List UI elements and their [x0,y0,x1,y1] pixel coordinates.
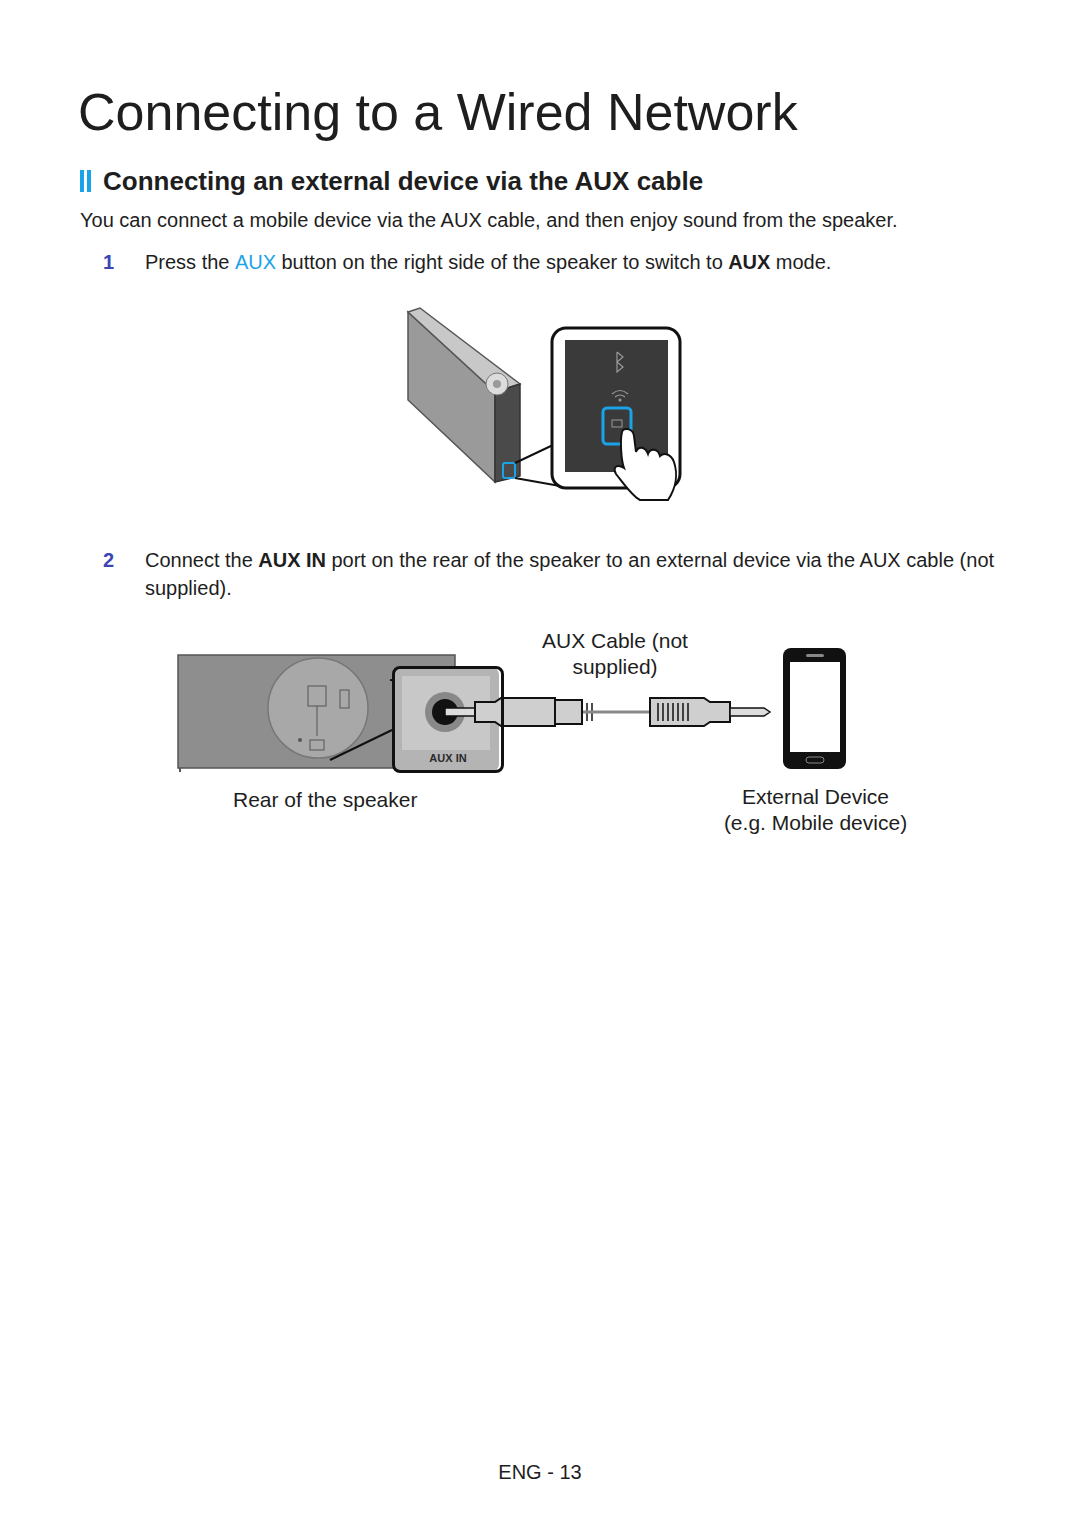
cable-label: AUX Cable (not supplied) [530,628,700,681]
step-text-part: Connect the [145,549,253,571]
intro-text: You can connect a mobile device via the … [80,208,898,233]
drawing-part [268,658,368,758]
drawing-part [619,399,622,402]
drawing-part [617,352,623,372]
step-text: Connect theAUX INport on the rear of the… [145,546,1025,602]
section-heading: Connecting an external device via the AU… [103,165,703,198]
port-label: AUX IN [395,752,501,764]
drawing-part [612,420,622,427]
drawing-part [87,170,91,192]
drawing-part [806,654,824,657]
page-title: Connecting to a Wired Network [78,80,798,145]
drawing-part [658,703,688,721]
drawing-part [790,662,840,752]
step-text-part: button on the right side of the speaker … [281,251,722,273]
drawing-part [615,429,676,500]
drawing-part [503,463,515,478]
drawing-part [310,740,324,750]
step-text: Press theAUXbutton on the right side of … [145,248,1025,276]
drawing-part [677,703,679,721]
drawing-part [806,757,824,763]
drawing-part [308,686,326,706]
drawing-part [783,648,846,769]
page-number: ENG - 13 [440,1460,640,1485]
drawing-part [298,738,302,742]
drawing-part [612,391,628,398]
drawing-part [682,703,684,721]
step-text-part: AUX IN [258,549,326,571]
drawing-part [582,711,650,714]
drawing-part [687,703,689,721]
drawing-part [657,703,659,721]
drawing-part [672,703,674,721]
drawing-part [317,706,318,736]
device-label: External Device (e.g. Mobile device) [720,784,911,837]
step-text-part: AUX [235,251,276,273]
drawing-part [475,698,555,726]
step-text-part: mode. [776,251,832,273]
drawing-part [493,380,501,388]
drawing-part [515,445,553,463]
drawing-part [80,170,84,192]
drawing-part [662,703,664,721]
drawing-part [667,703,669,721]
drawing-part [730,708,770,716]
step-text-part: Press the [145,251,229,273]
drawing-part [555,700,582,724]
drawing-part [495,384,520,482]
drawing-part [340,690,349,708]
step-number: 1 [103,250,114,275]
drawing-part [445,708,475,716]
drawing-part [330,730,392,760]
drawing-part [650,698,730,726]
step-number: 2 [103,548,114,573]
zoom-inset: AUX IN [392,666,504,773]
speaker-label: Rear of the speaker [233,787,417,813]
drawing-part [179,768,181,772]
step-text-part: AUX [728,251,770,273]
drawing-part [486,373,508,395]
